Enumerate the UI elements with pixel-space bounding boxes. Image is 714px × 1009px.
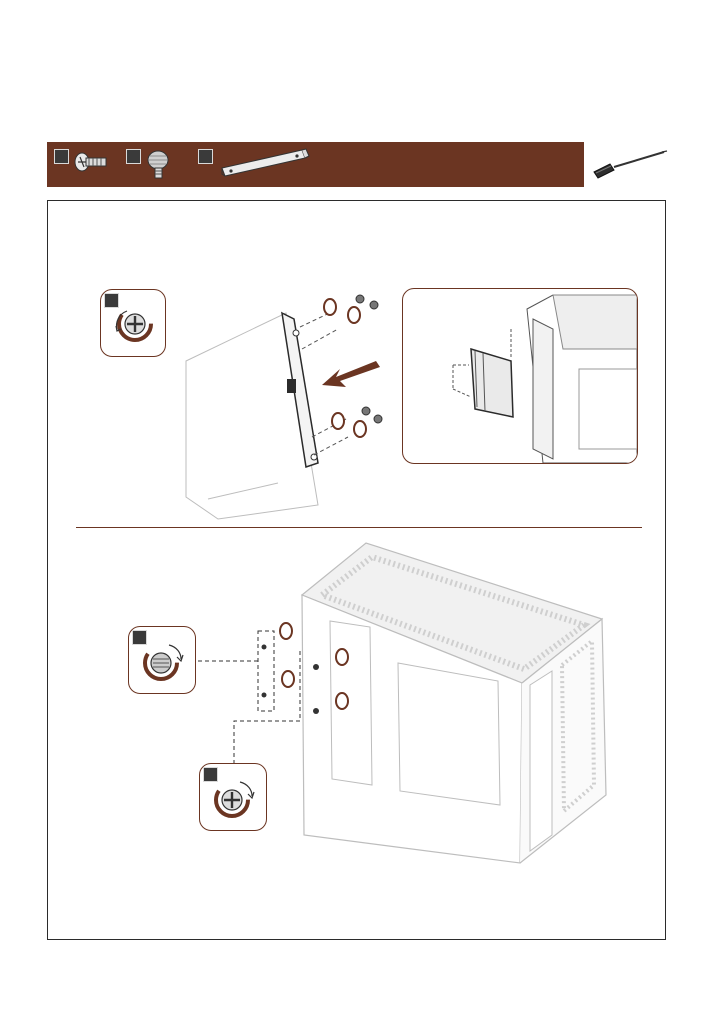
screwdriver-icon <box>590 150 670 180</box>
instruction-panel <box>47 200 666 940</box>
part-b-badge <box>126 149 141 164</box>
parts-bar <box>47 142 584 187</box>
screw-rotate-icon <box>111 302 155 346</box>
step2-screw-callout <box>199 763 267 831</box>
screw-rotate-icon-2 <box>210 776 256 822</box>
insert-arrow-icon <box>316 357 386 397</box>
step1-screw-callout <box>100 289 166 357</box>
part-a-badge <box>54 149 69 164</box>
drive-with-bracket-illustration <box>178 287 388 519</box>
mounting-bracket-icon <box>217 146 312 184</box>
screw-icon <box>72 148 112 180</box>
drive-cage-inset <box>402 288 638 464</box>
drive-cage-inset-illustration <box>403 289 637 463</box>
step2-thumbscrew-callout <box>128 626 196 694</box>
step-divider <box>76 527 642 528</box>
thumbscrew-icon <box>144 148 184 182</box>
thumbscrew-rotate-icon <box>139 639 185 685</box>
part-c-badge <box>198 149 213 164</box>
